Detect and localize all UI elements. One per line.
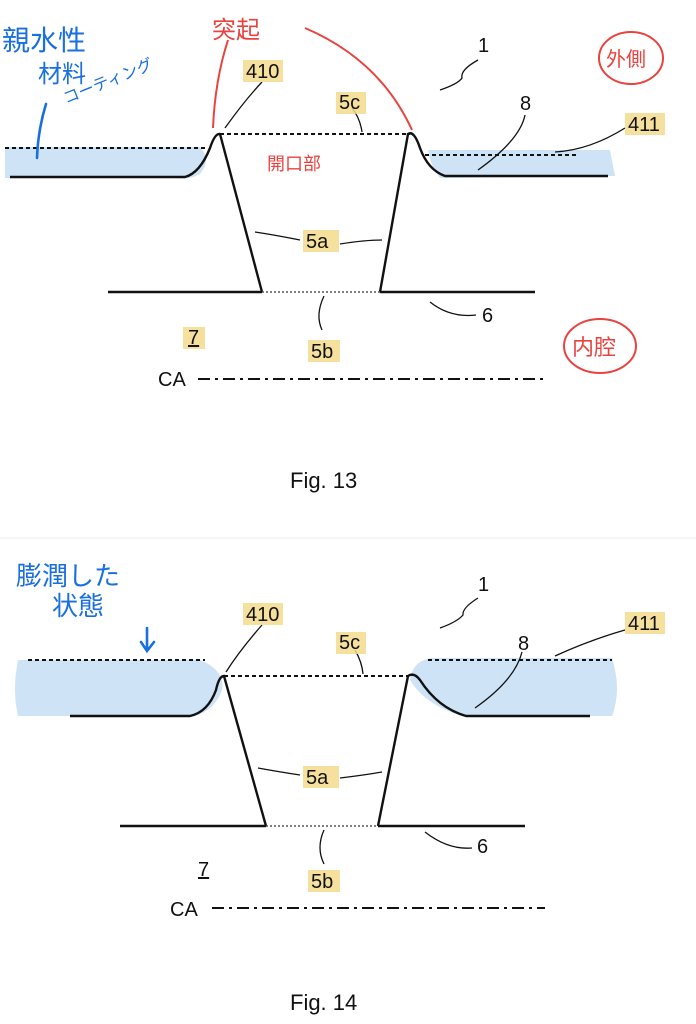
- ref-8-fig13: 8: [520, 93, 531, 115]
- red-arrow-right-fig13: [305, 28, 412, 130]
- note-opening: 開口部: [267, 154, 321, 175]
- figure-13: 410 5c 411 5a 5b 7 1 8 6 CA 親水性 材料 コーティン…: [2, 16, 665, 493]
- ref-5b-fig14: 5b: [311, 871, 333, 893]
- leader-5a-right-fig14: [340, 772, 382, 778]
- note-hydrophilic-line1: 親水性: [2, 24, 86, 57]
- leader-411-fig14: [555, 630, 625, 656]
- note-wet-line1: 膨潤した: [16, 562, 120, 592]
- figure-14: 410 5c 411 5a 5b 1 8 6 7 CA 膨潤した 状態 Fig.…: [15, 562, 665, 1015]
- leader-6-fig13: [430, 302, 476, 315]
- ref-1-fig14: 1: [478, 574, 489, 596]
- ref-5c-fig13: 5c: [339, 92, 360, 114]
- ref-5a-fig14: 5a: [306, 767, 329, 789]
- note-protrusion: 突起: [212, 16, 260, 44]
- caption-fig14: Fig. 14: [290, 990, 357, 1015]
- coating-left-fig13: [5, 147, 206, 179]
- leader-1-fig14: [440, 598, 478, 628]
- red-arrow-left-fig13: [213, 40, 228, 128]
- note-wet-line2: 状態: [52, 592, 104, 622]
- leader-5a-right-fig13: [340, 240, 382, 244]
- coating-left-fig14: [15, 660, 222, 716]
- ref-410-fig14: 410: [246, 604, 279, 626]
- leader-411-fig13: [555, 128, 625, 152]
- ref-6-fig14: 6: [477, 836, 488, 858]
- ref-411-fig14: 411: [628, 613, 660, 635]
- leader-1-fig13: [440, 60, 478, 90]
- note-outside: 外側: [606, 47, 646, 71]
- leader-5b-fig13: [319, 296, 324, 330]
- ref-7-fig14: 7: [198, 859, 209, 881]
- ref-5c-fig14: 5c: [339, 632, 360, 654]
- leader-5a-left-fig14: [258, 768, 300, 775]
- ref-8-fig14: 8: [518, 633, 529, 655]
- leader-410-fig14: [226, 625, 262, 672]
- leader-410-fig13: [225, 82, 262, 128]
- ref-1-fig13: 1: [478, 35, 489, 57]
- leader-5b-fig14: [320, 830, 324, 864]
- coating-right-fig14: [410, 658, 617, 716]
- ref-5a-fig13: 5a: [306, 231, 329, 253]
- ref-6-fig13: 6: [482, 305, 493, 327]
- note-lumen: 内腔: [572, 336, 616, 361]
- leader-6-fig14: [425, 832, 472, 848]
- ref-410-fig13: 410: [246, 61, 279, 83]
- blue-arrow-fig14: [141, 628, 154, 651]
- ref-411-fig13: 411: [628, 114, 660, 136]
- caption-fig13: Fig. 13: [290, 468, 357, 493]
- axis-label-fig13: CA: [158, 369, 186, 391]
- leader-5a-left-fig13: [255, 232, 300, 240]
- axis-label-fig14: CA: [170, 899, 198, 921]
- ref-7-fig13: 7: [188, 327, 199, 349]
- ref-5b-fig13: 5b: [311, 341, 333, 363]
